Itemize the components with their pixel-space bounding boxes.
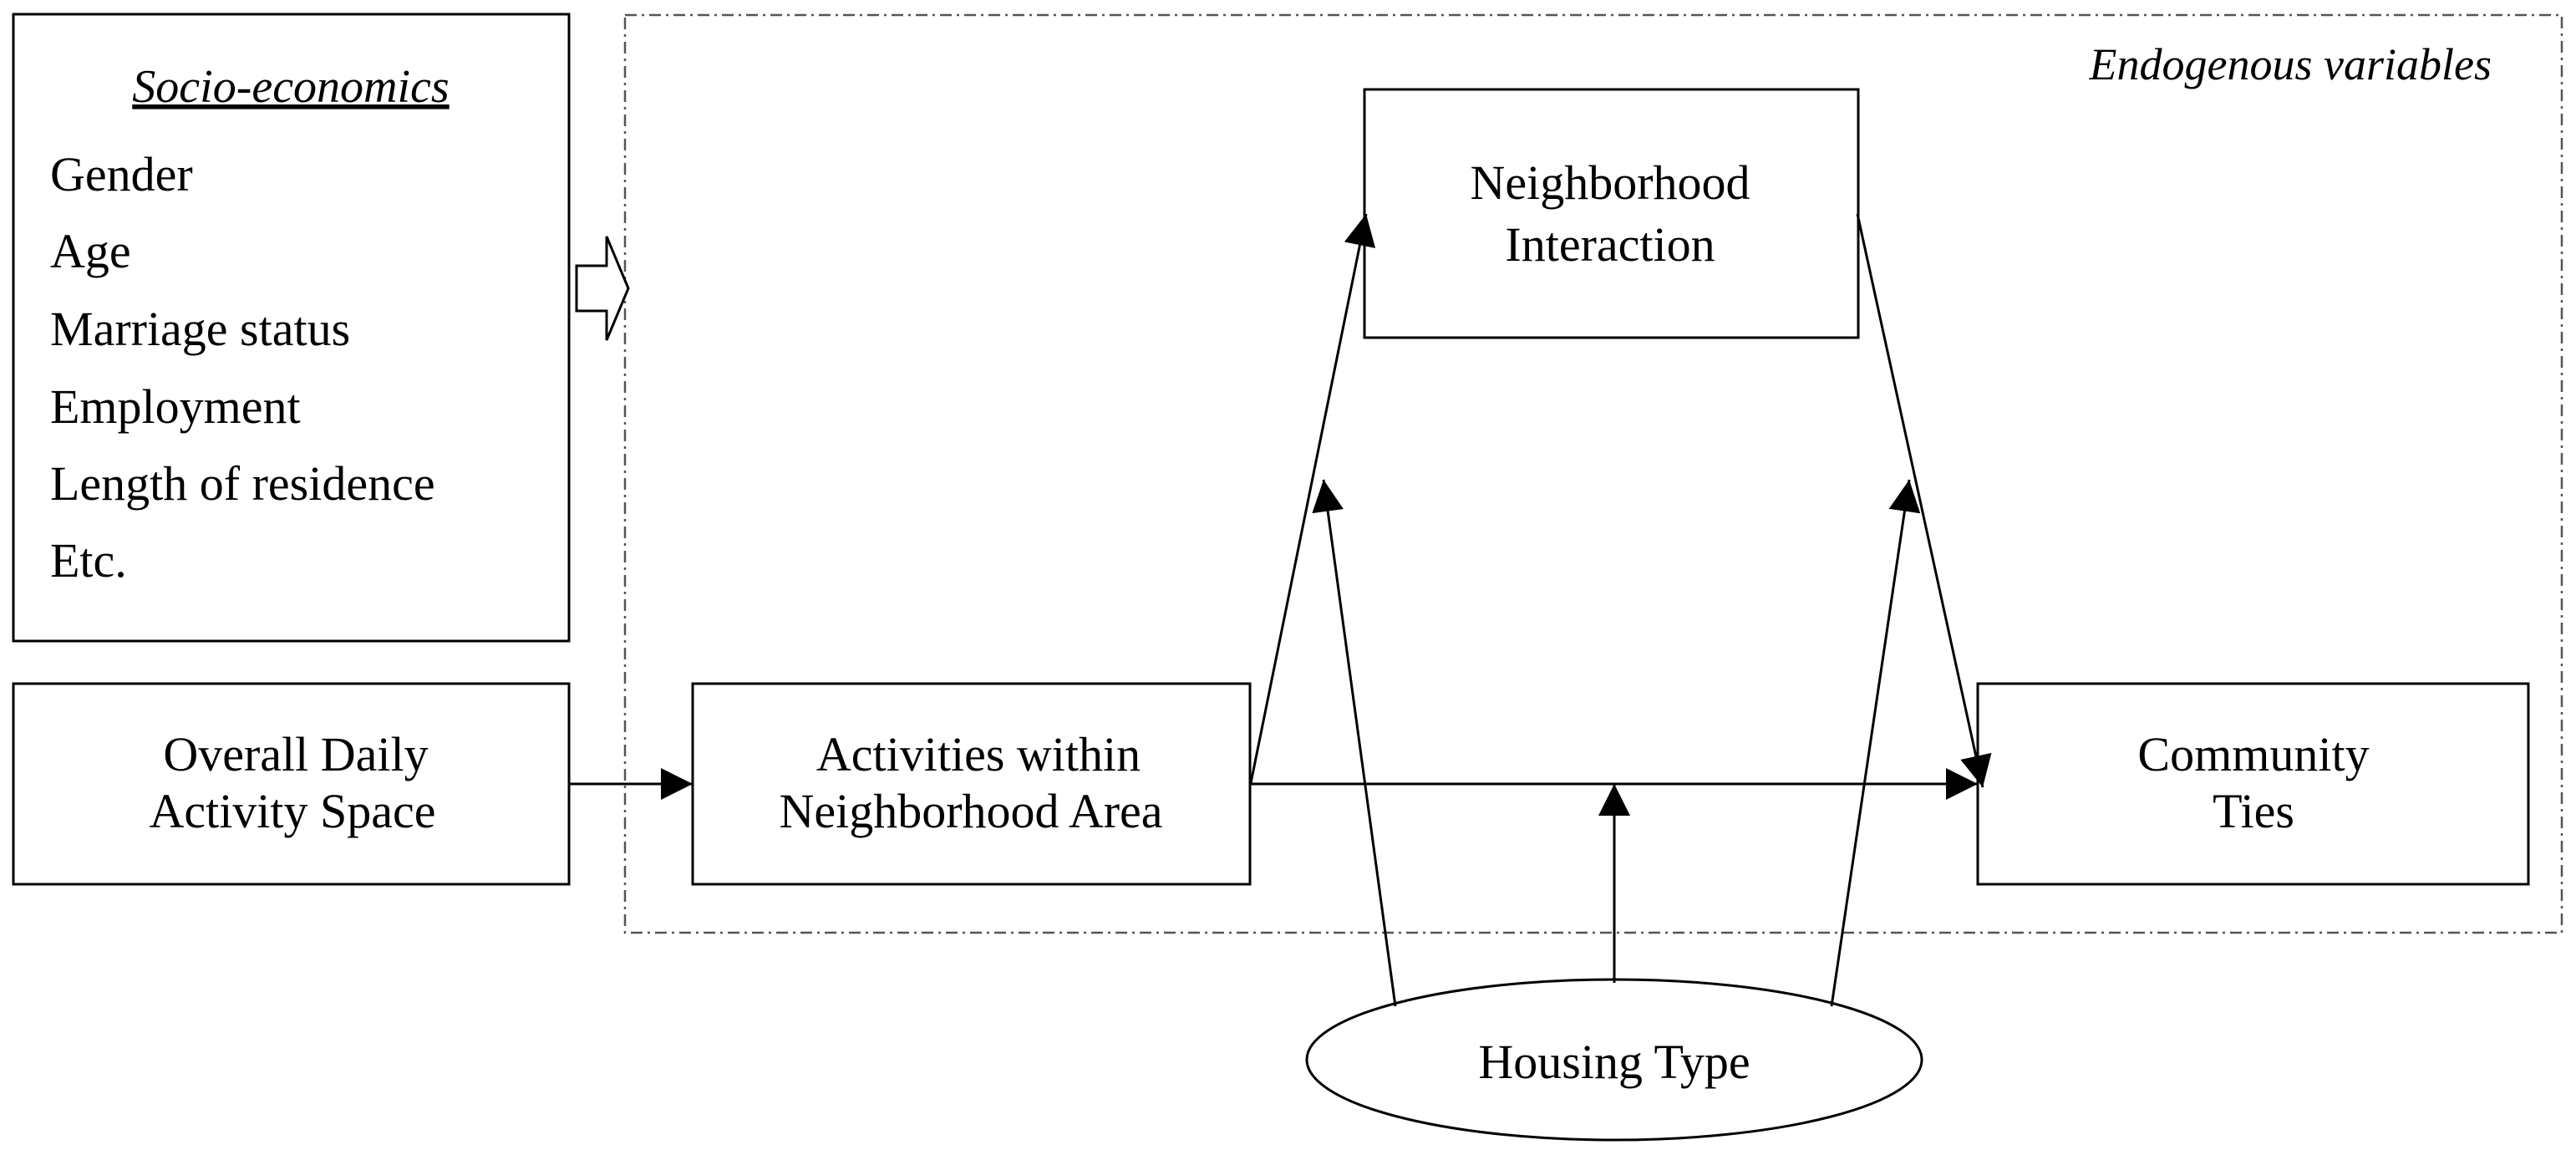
socio-item-employment: Employment <box>50 379 301 434</box>
node-activities-within-neighborhood-area: Activities within Neighborhood Area <box>691 682 1252 886</box>
node-overall-daily-activity-space: Overall Daily Activity Space <box>12 682 571 886</box>
endogenous-region: Endogenous variables <box>623 13 2563 934</box>
node-housing-type: Housing Type <box>1305 978 1923 1142</box>
activities-line2: Neighborhood Area <box>779 784 1162 838</box>
activities-line1: Activities within <box>816 727 1141 781</box>
arrow-activities-to-interaction <box>1249 213 1376 784</box>
interaction-line1: Neighborhood <box>1470 155 1750 210</box>
ties-line1: Community <box>2137 727 2369 781</box>
socio-to-endogenous-block-arrow <box>575 236 630 341</box>
socio-item-etc: Etc. <box>50 533 127 588</box>
arrow-housing-moderates-interaction-ties <box>1830 479 1921 1007</box>
overall-line2: Activity Space <box>149 784 435 838</box>
socio-item-length-of-residence: Length of residence <box>50 456 435 511</box>
node-community-ties: Community Ties <box>1976 682 2530 886</box>
node-neighborhood-interaction: Neighborhood Interaction <box>1363 88 1860 339</box>
region-label: Endogenous variables <box>2089 39 2492 89</box>
ties-line2: Ties <box>2213 784 2294 838</box>
socio-item-age: Age <box>50 224 131 278</box>
socio-economics-title: Socio-economics <box>132 61 449 113</box>
socio-item-marriage-status: Marriage status <box>50 302 350 356</box>
socio-economics-box: Socio-economics Gender Age Marriage stat… <box>12 13 571 643</box>
housing-label: Housing Type <box>1478 1035 1750 1089</box>
interaction-line2: Interaction <box>1505 217 1715 272</box>
socio-item-gender: Gender <box>50 147 193 201</box>
arrow-housing-moderates-activities-interaction <box>1312 479 1397 1007</box>
overall-line1: Overall Daily <box>163 727 428 781</box>
